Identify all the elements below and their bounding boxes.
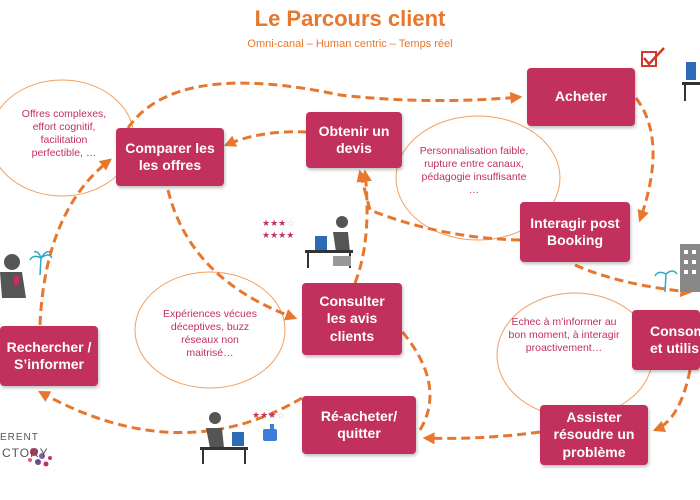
thumbs-up-icon <box>263 424 277 441</box>
arrow-acheter-interagir <box>634 97 655 223</box>
arrow-devis-comparer <box>223 130 308 147</box>
arrow-interagir-consommer <box>574 263 693 298</box>
svg-text:★★★: ★★★ <box>252 411 276 421</box>
page-subtitle: Omni-canal – Human centric – Temps réel <box>247 38 453 50</box>
rating-stars-icon: ★★★☆ ★★★★ <box>262 219 295 241</box>
logo-line-2: CTORY <box>2 446 49 460</box>
svg-text:☆: ☆ <box>287 219 295 229</box>
arrow-consulter-devis <box>353 169 372 284</box>
logo-mark <box>28 448 52 467</box>
arrow-consommer-assister <box>652 369 692 432</box>
pain-text-echec: Echec à m’informer au bon moment, à inte… <box>508 316 620 355</box>
palm-tree-icon <box>29 250 53 276</box>
person-at-laptop-icon <box>305 216 353 268</box>
arrow-assister-racheter <box>422 430 541 445</box>
pain-text-personnalisation: Personnalisation faible, rupture entre c… <box>419 145 529 197</box>
svg-text:☆: ☆ <box>277 411 285 421</box>
step-assister[interactable]: Assister résoudre un problème <box>540 405 648 465</box>
rating-stars-icon-bottom: ★★★☆ <box>252 411 285 421</box>
person-at-laptop-icon-bottom <box>200 412 248 464</box>
step-devis[interactable]: Obtenir un devis <box>306 112 402 168</box>
arrow-comparer-consulter <box>166 189 298 321</box>
step-interagir[interactable]: Interagir post Booking <box>520 202 630 262</box>
svg-text:★★★★: ★★★★ <box>262 231 294 241</box>
arrow-interagir-devis <box>356 169 521 242</box>
page-title: Le Parcours client <box>254 6 446 31</box>
step-rechercher[interactable]: Rechercher / S’informer <box>0 326 98 386</box>
hotel-building-icon <box>654 244 700 293</box>
step-comparer[interactable]: Comparer les les offres <box>116 128 224 186</box>
step-consommer[interactable]: Consom et utilis <box>632 310 700 370</box>
pain-text-offres: Offres complexes, effort cognitif, facil… <box>21 108 107 160</box>
pain-text-experiences: Expériences vécues déceptives, buzz rése… <box>163 308 257 360</box>
person-at-desk-icon <box>682 62 700 101</box>
step-consulter[interactable]: Consulter les avis clients <box>302 283 402 355</box>
arrow-rechercher-comparer <box>38 158 112 326</box>
pain-ellipse-experiences <box>134 271 286 389</box>
person-on-phone-icon <box>0 254 26 298</box>
step-acheter[interactable]: Acheter <box>527 68 635 126</box>
arrow-comparer-acheter <box>126 81 523 129</box>
svg-text:★★★: ★★★ <box>262 219 286 229</box>
checkbox-icon <box>641 47 665 67</box>
logo-line-1: ERENT <box>0 432 39 443</box>
step-racheter[interactable]: Ré-acheter/ quitter <box>302 396 416 454</box>
pain-ellipse-personnalisation <box>395 115 561 241</box>
arrow-racheter-rechercher <box>37 390 303 435</box>
